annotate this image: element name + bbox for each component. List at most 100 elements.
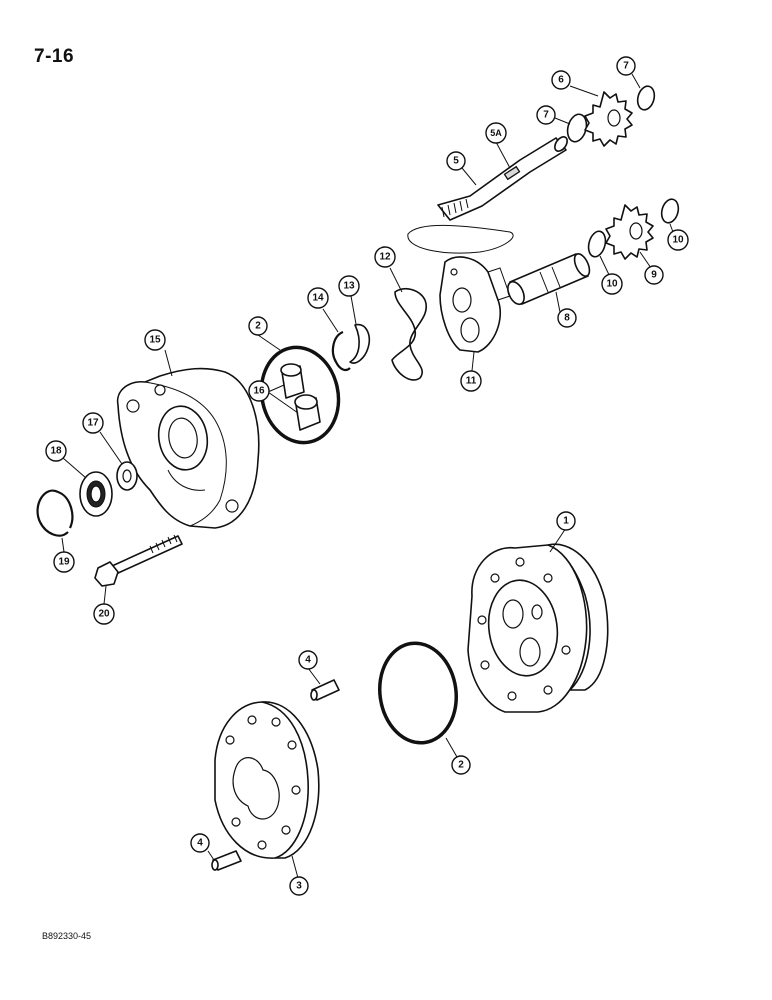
leader-4b bbox=[207, 850, 215, 861]
bushing-16-upper-face bbox=[280, 363, 302, 377]
housing-bolt-hole-8 bbox=[561, 645, 571, 655]
cover-hole-4 bbox=[287, 740, 297, 750]
callout-17: 17 bbox=[82, 412, 104, 434]
gear-6-bore bbox=[607, 109, 621, 127]
bolt-20-head bbox=[94, 561, 119, 587]
leader-3 bbox=[291, 855, 299, 879]
callout-label: 4 bbox=[305, 655, 311, 666]
dowel-pin-4-upper-end bbox=[310, 689, 318, 701]
callout-label: 4 bbox=[197, 838, 203, 849]
end-cover-part bbox=[214, 701, 320, 859]
callout-8: 8 bbox=[557, 308, 577, 328]
idler-shaft-part bbox=[507, 253, 591, 306]
seal-12-part bbox=[391, 288, 428, 381]
callout-label: 1 bbox=[563, 516, 569, 527]
callout-4-upper: 4 bbox=[298, 650, 318, 670]
document-code: B892330-45 bbox=[42, 931, 92, 941]
callout-6: 6 bbox=[551, 70, 571, 90]
leader-4a bbox=[307, 667, 321, 685]
leader-16a bbox=[267, 384, 285, 393]
housing-bolt-hole-4 bbox=[477, 615, 487, 625]
bushing-16-lower-face bbox=[294, 394, 318, 410]
leader-6 bbox=[569, 85, 599, 97]
housing-bolt-hole-3 bbox=[543, 573, 553, 583]
callout-label: 13 bbox=[343, 281, 355, 292]
bolt-20-part bbox=[94, 534, 183, 587]
callout-5: 5 bbox=[446, 151, 466, 171]
callout-2-upper: 2 bbox=[248, 316, 268, 336]
leader-9 bbox=[639, 251, 652, 269]
flange-bolt-hole-2 bbox=[154, 384, 166, 396]
callout-label: 19 bbox=[58, 557, 70, 568]
leader-19 bbox=[61, 537, 65, 553]
callout-2-lower: 2 bbox=[451, 755, 471, 775]
leader-13 bbox=[350, 295, 357, 325]
housing-1-port-small bbox=[531, 604, 543, 620]
housing-1-port-lower bbox=[519, 637, 541, 667]
o-ring-2-lower bbox=[377, 641, 459, 745]
callout-10-right: 10 bbox=[667, 229, 689, 251]
flange-15-contour bbox=[167, 469, 206, 491]
leader-5a bbox=[495, 141, 511, 169]
retaining-ring-10-right bbox=[660, 198, 680, 224]
callout-20: 20 bbox=[93, 603, 115, 625]
shaft-key-5a bbox=[503, 165, 521, 181]
leader-16b bbox=[267, 391, 299, 414]
gear-housing-part bbox=[467, 543, 609, 713]
mounting-flange-part bbox=[116, 367, 260, 529]
housing-bolt-hole-6 bbox=[507, 691, 517, 701]
housing-bolt-hole-5 bbox=[480, 660, 490, 670]
wear-plate-hole-lower bbox=[460, 317, 480, 343]
wear-plate-part bbox=[439, 256, 511, 353]
callout-label: 5 bbox=[453, 156, 459, 167]
leader-20 bbox=[103, 585, 107, 605]
callout-18: 18 bbox=[45, 440, 67, 462]
callout-5a: 5A bbox=[485, 122, 507, 144]
leader-12 bbox=[389, 267, 403, 293]
wear-plate-hole-upper bbox=[452, 287, 472, 313]
callout-label: 2 bbox=[458, 760, 464, 771]
callout-label: 6 bbox=[558, 75, 564, 86]
bearing-18-bore bbox=[90, 485, 102, 503]
callout-label: 3 bbox=[296, 881, 302, 892]
callout-label: 12 bbox=[379, 252, 391, 263]
leader-17 bbox=[99, 431, 123, 465]
cover-3-gear-pocket bbox=[232, 757, 280, 820]
dowel-pin-upper bbox=[310, 679, 340, 701]
cover-hole-2 bbox=[247, 715, 257, 725]
callout-label: 5A bbox=[490, 128, 502, 138]
callout-3: 3 bbox=[289, 876, 309, 896]
bolt-20-threads bbox=[149, 534, 178, 554]
o-ring-2-upper bbox=[259, 345, 341, 445]
cover-hole-5 bbox=[291, 785, 301, 795]
flange-15-edge bbox=[144, 381, 227, 527]
oring-bushing-assembly bbox=[259, 345, 341, 445]
wear-plate-pin-hole bbox=[450, 268, 458, 276]
bearing-assembly bbox=[36, 461, 138, 537]
callout-4-lower: 4 bbox=[190, 833, 210, 853]
drive-shaft-part bbox=[407, 136, 568, 254]
leader-5 bbox=[461, 167, 477, 186]
dowel-pin-4-lower-end bbox=[211, 859, 219, 871]
flange-15-bore bbox=[168, 417, 198, 459]
retaining-ring-7-right bbox=[636, 85, 656, 111]
leader-15 bbox=[164, 349, 173, 377]
leader-7a bbox=[554, 117, 571, 125]
housing-bolt-hole-2 bbox=[515, 557, 525, 567]
leader-8 bbox=[555, 291, 561, 313]
flange-bolt-hole-1 bbox=[126, 399, 140, 413]
callout-11: 11 bbox=[460, 370, 482, 392]
callout-label: 2 bbox=[255, 321, 261, 332]
callout-label: 14 bbox=[312, 293, 324, 304]
housing-1-port-upper bbox=[502, 599, 524, 629]
callout-label: 17 bbox=[87, 418, 99, 429]
shaft-8-grooves bbox=[539, 266, 561, 293]
backup-ring-13-part bbox=[349, 323, 371, 364]
leader-2a bbox=[257, 334, 281, 351]
shaft-8-end-right bbox=[573, 253, 591, 277]
callout-label: 18 bbox=[50, 446, 62, 457]
callout-label: 9 bbox=[651, 270, 657, 281]
gear-9-bore bbox=[629, 222, 643, 240]
shaft-5-threads bbox=[441, 198, 469, 218]
callout-label: 7 bbox=[623, 61, 629, 72]
